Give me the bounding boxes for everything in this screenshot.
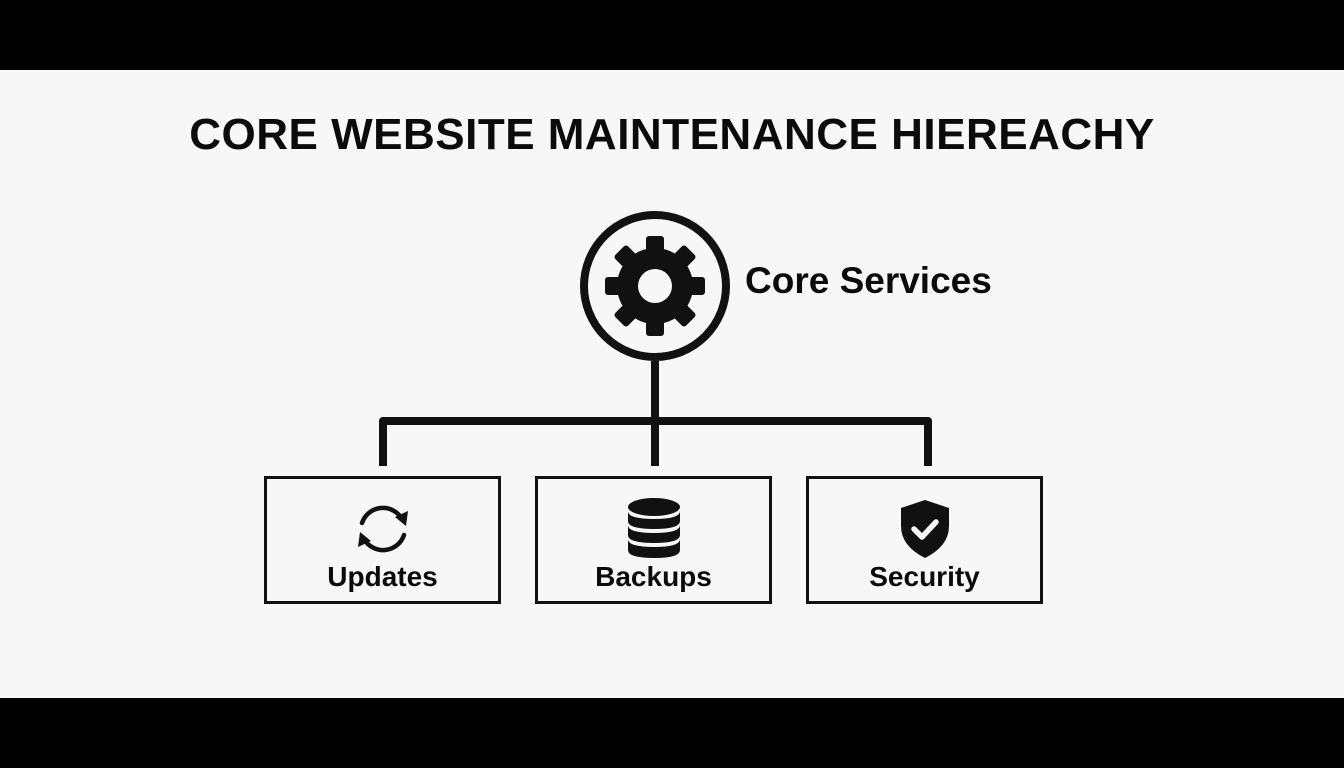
node-label-backups: Backups bbox=[595, 561, 712, 592]
gear-icon bbox=[605, 236, 705, 336]
diagram-title: CORE WEBSITE MAINTENANCE HIEREACHY bbox=[189, 110, 1155, 159]
node-label-updates: Updates bbox=[327, 561, 438, 592]
letterbox-top bbox=[0, 0, 1344, 70]
node-label-security: Security bbox=[869, 561, 980, 592]
node-updates: Updates bbox=[264, 476, 501, 604]
connector-branch bbox=[379, 417, 932, 466]
letterbox-bottom bbox=[0, 698, 1344, 768]
database-icon bbox=[538, 498, 769, 559]
shield-check-icon bbox=[809, 499, 1040, 559]
node-backups: Backups bbox=[535, 476, 772, 604]
node-security: Security bbox=[806, 476, 1043, 604]
root-node-circle bbox=[580, 211, 730, 361]
refresh-icon bbox=[267, 499, 498, 559]
root-node-label: Core Services bbox=[745, 260, 992, 301]
